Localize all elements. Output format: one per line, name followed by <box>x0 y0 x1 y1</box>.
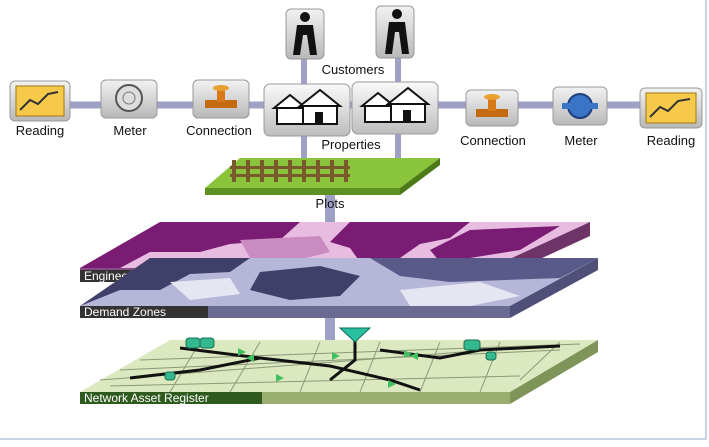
house-icon-left <box>263 83 351 137</box>
left-connection-label: Connection <box>186 123 252 138</box>
valve-markers <box>238 348 418 388</box>
customer-icon-right <box>375 5 415 59</box>
network-source-marker <box>338 327 372 343</box>
right-meter-label: Meter <box>564 133 598 148</box>
water-meter-icon-right <box>552 86 608 126</box>
plots-label: Plots <box>316 196 345 211</box>
water-meter-icon-left <box>100 79 158 119</box>
left-meter-label: Meter <box>113 123 147 138</box>
reading-chart-icon-left <box>9 80 71 122</box>
valve-icon-right <box>465 89 519 127</box>
network-asset-register-label: Network Asset Register <box>84 391 209 405</box>
demand-zones-label: Demand Zones <box>84 305 166 319</box>
demand-zones-label-bg <box>80 306 208 318</box>
valve-icon-left <box>192 79 250 119</box>
customer-icon-left <box>285 8 325 60</box>
network-asset-register-layer <box>80 327 598 404</box>
network-label-bg <box>80 392 262 404</box>
reading-chart-icon-right <box>639 87 703 129</box>
house-icon-right <box>351 81 439 135</box>
right-connection-label: Connection <box>460 133 526 148</box>
customers-label: Customers <box>322 62 385 77</box>
tank-icons <box>164 337 497 381</box>
properties-label: Properties <box>321 137 381 152</box>
right-reading-label: Reading <box>647 133 695 148</box>
left-reading-label: Reading <box>16 123 64 138</box>
demand-zones-layer <box>80 258 598 318</box>
fence-icon <box>230 160 350 182</box>
plots-layer <box>205 158 440 195</box>
